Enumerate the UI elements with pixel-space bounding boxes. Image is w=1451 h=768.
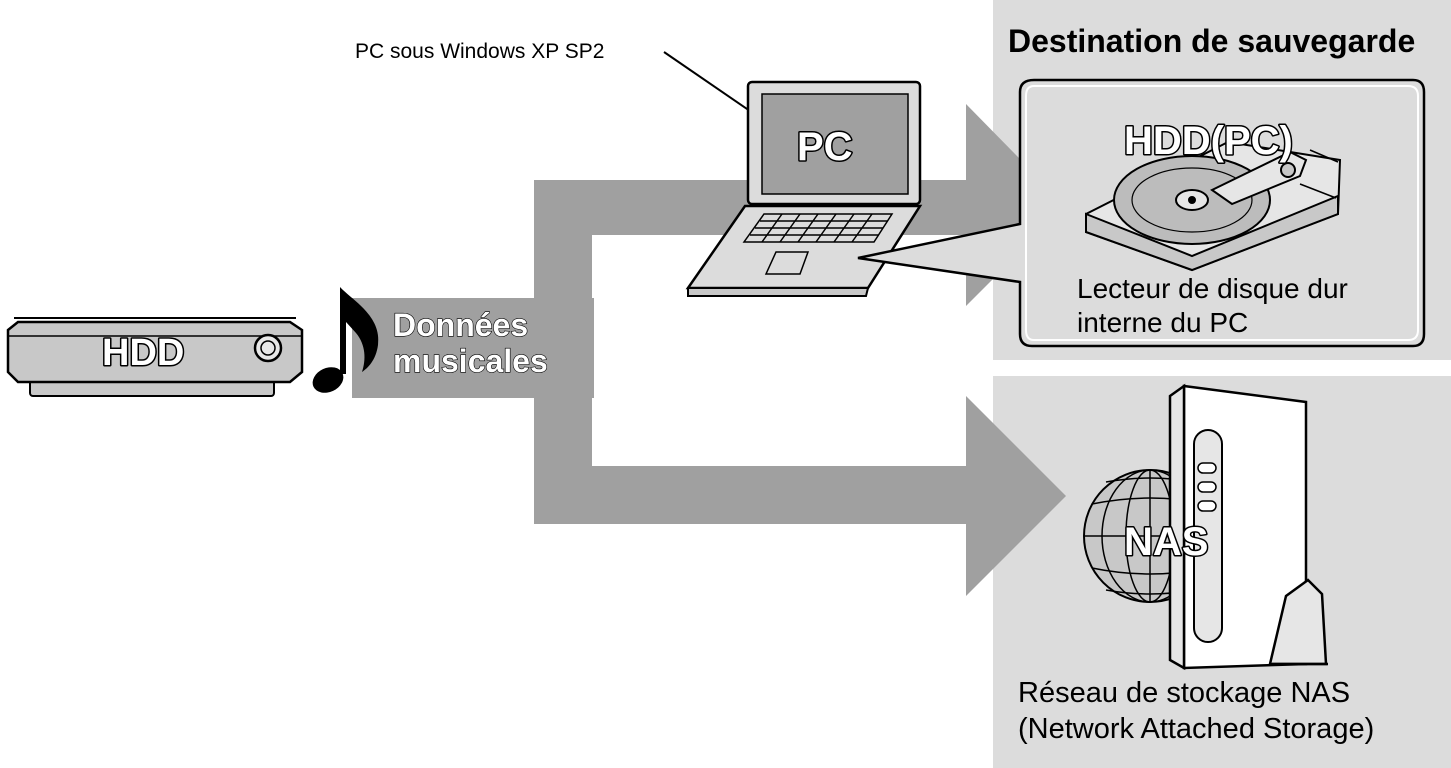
keyboard-grid xyxy=(742,213,894,243)
music-data-label-line2: musicales xyxy=(393,343,548,379)
nas-caption-line1: Réseau de stockage NAS xyxy=(1018,677,1350,709)
hard-disk-icon xyxy=(1085,140,1342,272)
flow-branch-lower xyxy=(534,466,970,524)
touchpad xyxy=(764,251,810,275)
pc-os-label: PC sous Windows XP SP2 xyxy=(355,40,604,63)
nas-led-3 xyxy=(1197,500,1217,512)
recorder-label: HDD xyxy=(102,332,184,374)
nas-led-1 xyxy=(1197,462,1217,474)
pc-hdd-caption-line1: Lecteur de disque dur xyxy=(1077,273,1348,304)
nas-led-2 xyxy=(1197,481,1217,493)
power-knob-icon xyxy=(253,333,283,363)
nas-label: NAS xyxy=(1124,520,1208,564)
nas-caption-line2: (Network Attached Storage) xyxy=(1018,713,1374,745)
music-note-icon xyxy=(312,287,379,393)
nas-tower-icon xyxy=(1168,383,1328,671)
backup-destination-title: Destination de sauvegarde xyxy=(1008,23,1415,59)
pc-screen-label: PC xyxy=(797,125,853,169)
pc-hdd-caption-line2: interne du PC xyxy=(1077,307,1248,338)
laptop-icon xyxy=(685,80,923,297)
music-data-label-line1: Données xyxy=(393,307,528,343)
arrow-to-nas xyxy=(966,396,1066,596)
hdd-recorder-icon xyxy=(6,317,304,397)
pc-hdd-title: HDD(PC) xyxy=(1124,119,1293,163)
